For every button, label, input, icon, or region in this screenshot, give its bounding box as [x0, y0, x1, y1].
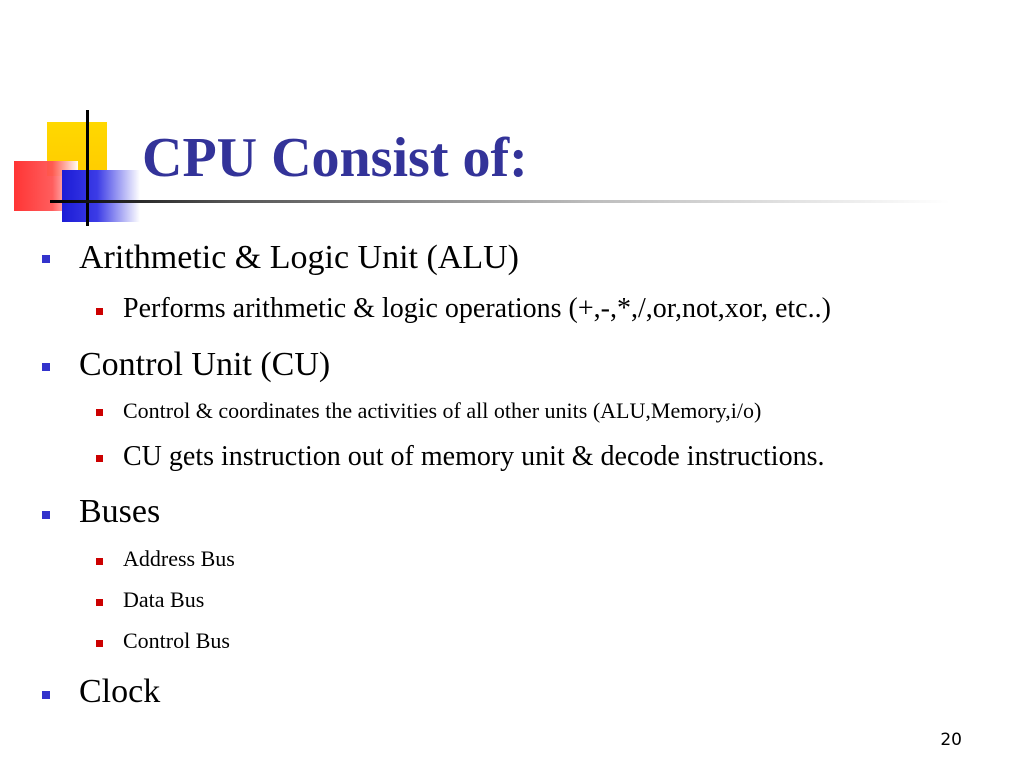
page-number: 20 — [940, 730, 962, 750]
sub-bullet-item: Address Bus — [123, 546, 235, 571]
logo-blue-square — [62, 170, 140, 222]
level1-bullet-icon — [42, 511, 50, 519]
level2-bullet-icon — [96, 599, 103, 606]
sub-bullet-item: Performs arithmetic & logic operations (… — [123, 293, 831, 324]
level2-bullet-icon — [96, 308, 103, 315]
sub-bullet-item: Control Bus — [123, 628, 230, 653]
slide-title: CPU Consist of: — [142, 127, 528, 189]
bullet-item: Buses — [79, 493, 161, 530]
level2-bullet-icon — [96, 558, 103, 565]
bullet-item: Arithmetic & Logic Unit (ALU) — [79, 239, 520, 276]
level1-bullet-icon — [42, 691, 50, 699]
level2-bullet-icon — [96, 409, 103, 416]
level1-bullet-icon — [42, 255, 50, 263]
sub-bullet-item: CU gets instruction out of memory unit &… — [123, 441, 825, 472]
bullet-item: Control Unit (CU) — [79, 346, 331, 383]
logo-vertical-line — [86, 110, 89, 226]
level2-bullet-icon — [96, 640, 103, 647]
bullet-item: Clock — [79, 673, 161, 710]
sub-bullet-item: Data Bus — [123, 587, 205, 612]
sub-bullet-item: Control & coordinates the activities of … — [123, 398, 762, 423]
level2-bullet-icon — [96, 455, 103, 462]
title-underline — [50, 200, 950, 203]
level1-bullet-icon — [42, 363, 50, 371]
